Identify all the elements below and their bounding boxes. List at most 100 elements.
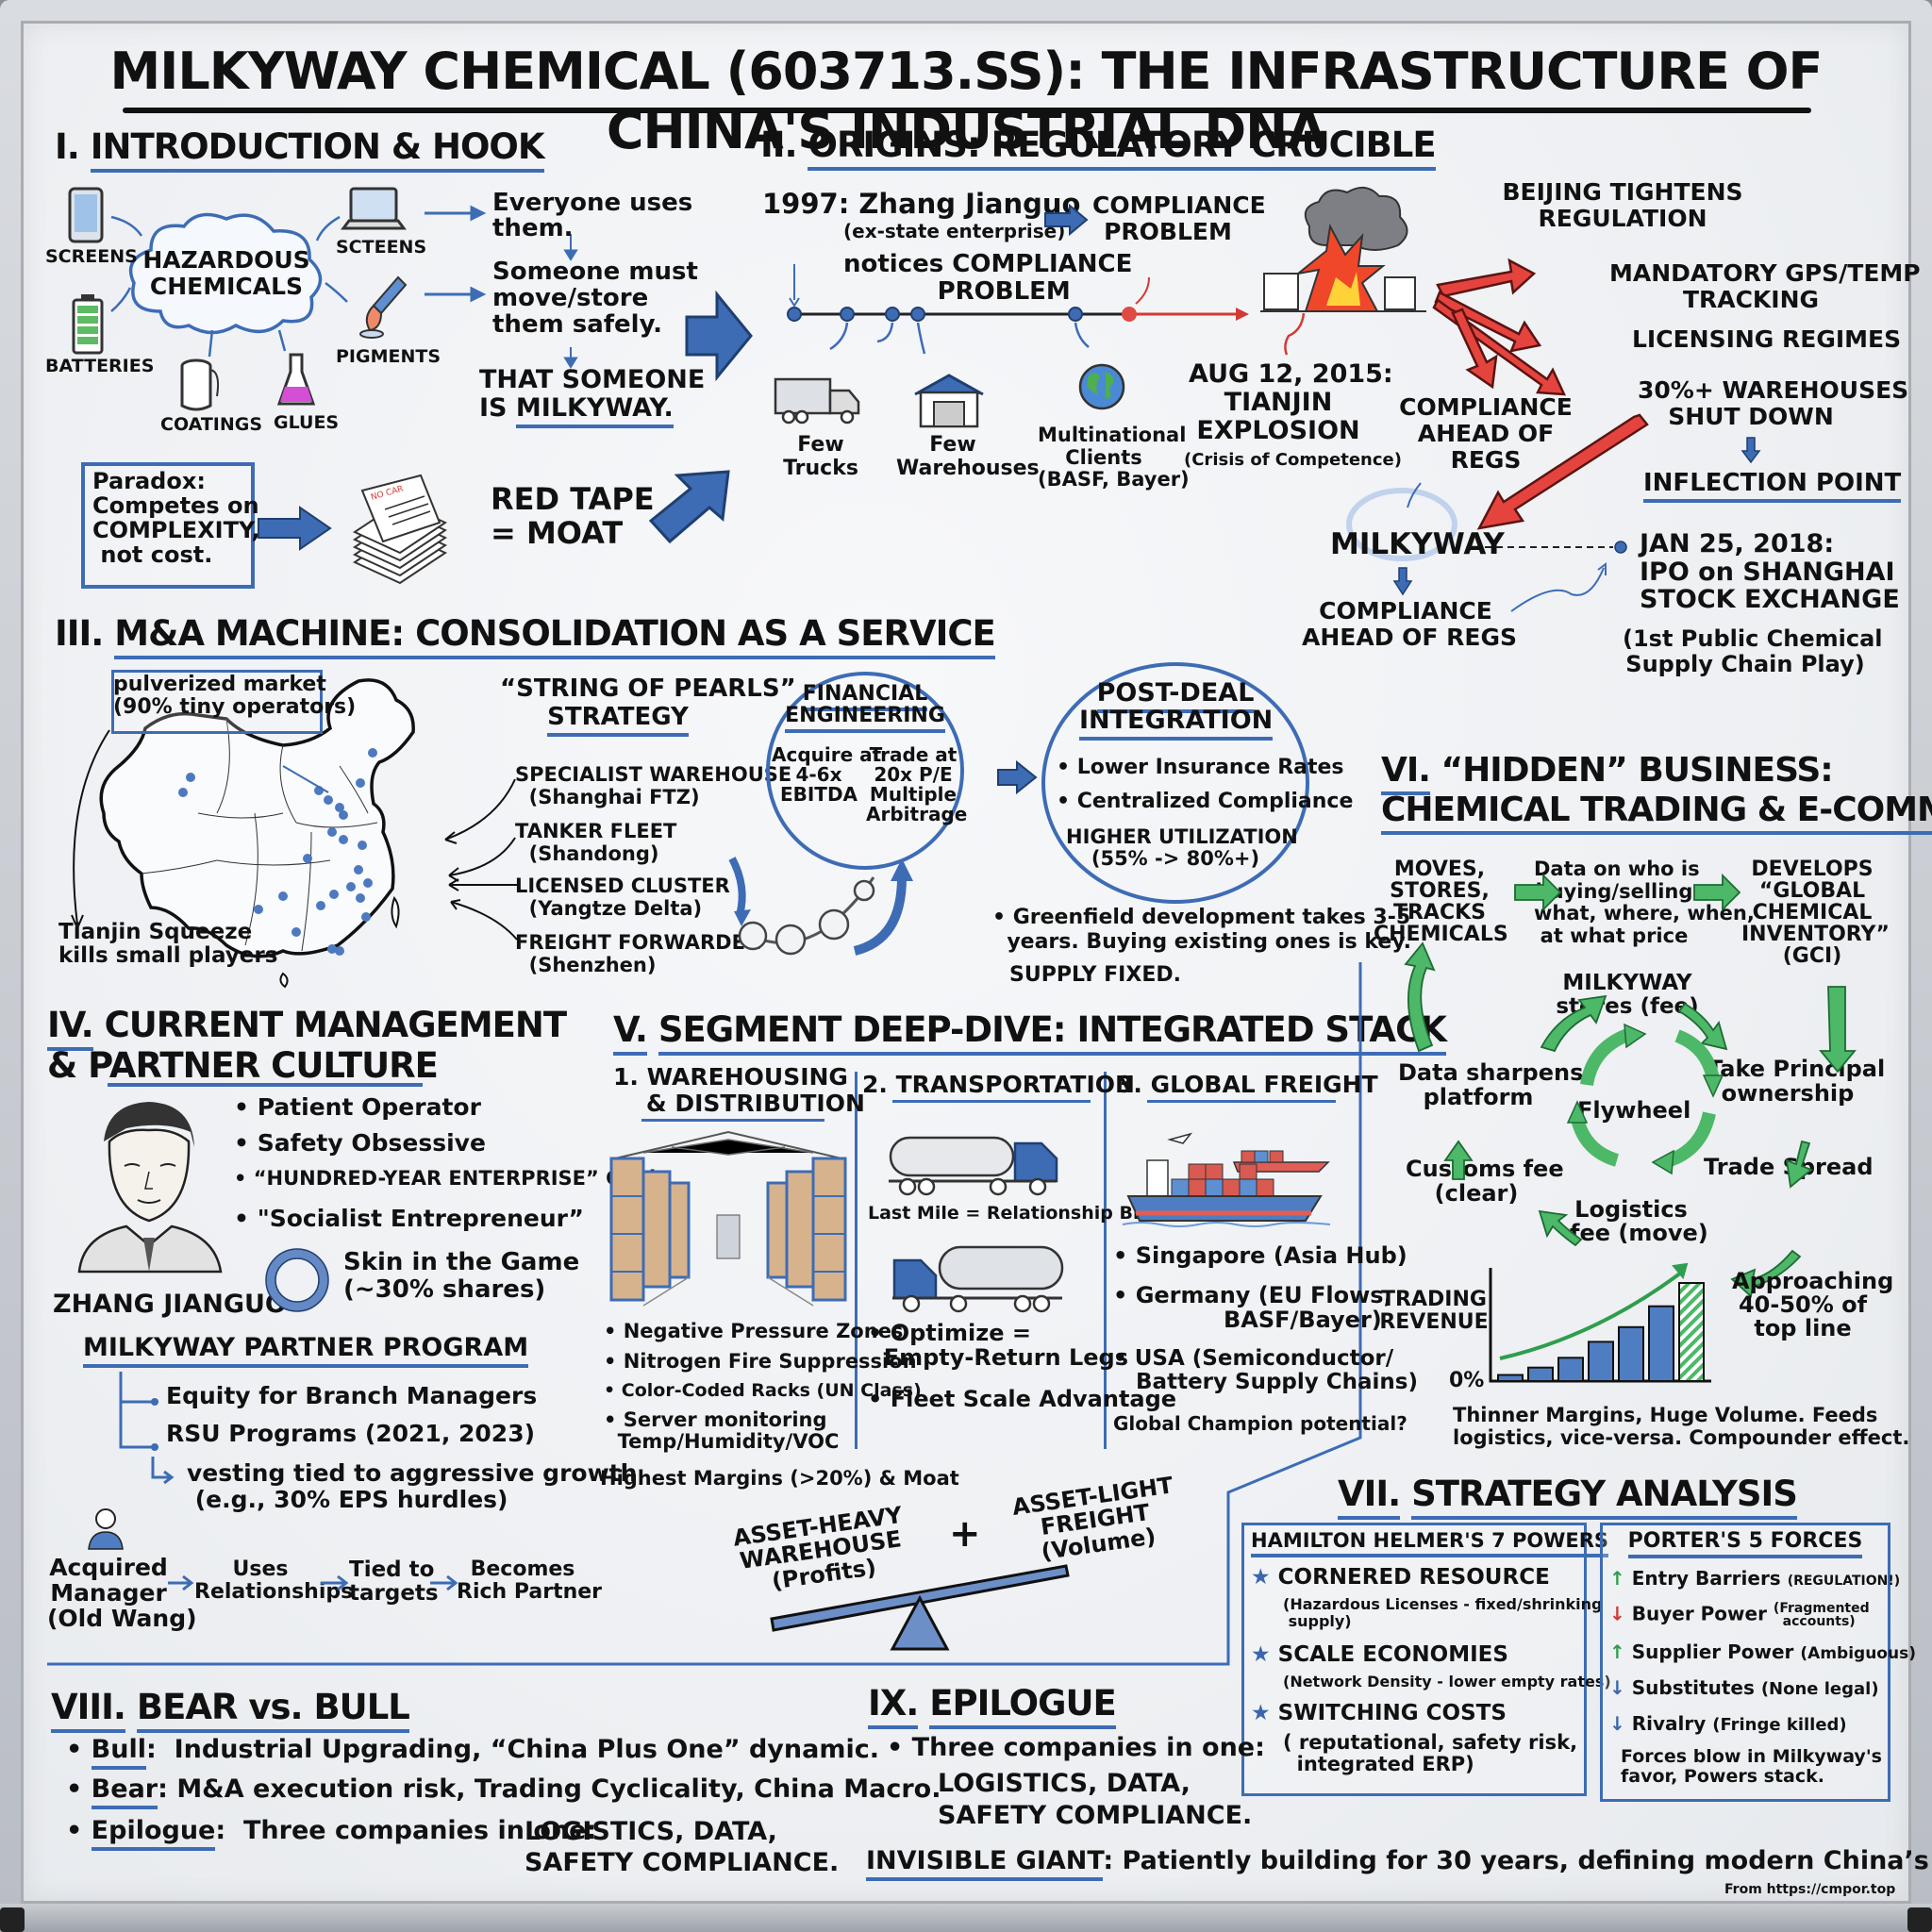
frame-corner <box>0 1907 25 1932</box>
phone-icon <box>68 187 104 243</box>
section-title: EPILOGUE <box>929 1683 1117 1729</box>
that-someone-text: THAT SOMEONE IS MILKYWAY. <box>479 365 705 429</box>
section-title: INTRODUCTION & HOOK <box>90 126 545 173</box>
epilogue-bullet-tail: LOGISTICS, DATA, SAFETY COMPLIANCE. <box>938 1769 1253 1830</box>
partner-program-title: MILKYWAY PARTNER PROGRAM <box>83 1333 529 1368</box>
item-label-screens: SCREENS <box>45 246 138 267</box>
bull-case: • Bull: Industrial Upgrading, “China Plu… <box>66 1735 879 1770</box>
section-6-heading: VI. “HIDDEN” BUSINESS: <box>1381 751 1834 795</box>
cloud-icon <box>128 212 323 335</box>
someone-must-text: Someone must move/store them safely. <box>492 258 698 340</box>
revenue-bar <box>1588 1341 1614 1382</box>
bear-case: • Bear: M&A execution risk, Trading Cycl… <box>66 1774 941 1809</box>
trait-item: “HUNDRED-YEAR ENTERPRISE” Goal <box>234 1167 656 1191</box>
pearl-pointer-arrows <box>444 778 518 941</box>
explosion-icon <box>1260 186 1426 312</box>
frame-corner <box>1907 1907 1932 1932</box>
compliance-ahead-2: COMPLIANCE AHEAD OF REGS <box>1302 597 1518 651</box>
projected-bar <box>1678 1282 1705 1382</box>
path-step: Becomes Rich Partner <box>457 1557 603 1605</box>
item-label-pigments: PIGMENTS <box>336 346 441 367</box>
section-7-heading: VII. STRATEGY ANALYSIS <box>1338 1474 1798 1520</box>
segment-title-freight: 3. GLOBAL FREIGHT <box>1117 1071 1378 1098</box>
flow-node: MOVES, STORES, TRACKS CHEMICALS <box>1374 858 1508 947</box>
section-8-heading: VIII. BEAR vs. BULL <box>51 1687 410 1733</box>
pearl-chain-icon <box>728 857 913 956</box>
force-item: ↑ Entry Barriers (REGULATION!) <box>1609 1567 1901 1590</box>
ownership-donut-icon <box>265 1248 329 1312</box>
path-step: Tied to targets <box>349 1557 439 1607</box>
china-map <box>99 678 415 989</box>
program-item: RSU Programs (2021, 2023) <box>166 1420 536 1447</box>
connector <box>1284 312 1306 356</box>
section-number: I. <box>55 126 80 167</box>
helmer-box <box>1241 1523 1587 1796</box>
heading-underline <box>892 1100 1091 1103</box>
seesaw-icon <box>770 1564 1070 1651</box>
freight-hub: USA (Semiconductor/ Battery Supply Chain… <box>1113 1346 1418 1395</box>
curve-arrow-icon <box>71 729 110 931</box>
fin-right: Trade at 20x P/E Multiple Arbitrage <box>866 743 968 825</box>
section-title: M&A MACHINE: CONSOLIDATION AS A SERVICE <box>114 613 996 659</box>
item-label-scteens: SCTEENS <box>336 237 427 258</box>
section-4-heading: IV. CURRENT MANAGEMENT & PARTNER CULTURE <box>47 1005 567 1086</box>
section-title: BEAR vs. BULL <box>136 1687 410 1733</box>
chart-annotation: Approaching 40-50% of top line <box>1732 1268 1894 1342</box>
trading-revenue-chart <box>1489 1262 1711 1383</box>
section-number: VII. <box>1338 1474 1401 1520</box>
power-item: ★ SWITCHING COSTS <box>1251 1701 1507 1725</box>
big-arrow-up-right-icon <box>648 470 730 544</box>
item-label-glues: GLUES <box>274 412 340 433</box>
tree-connector <box>119 1372 175 1485</box>
power-detail: (Network Density - lower empty rates) <box>1283 1673 1611 1690</box>
notices-text: notices COMPLIANCE PROBLEM <box>843 250 1133 306</box>
portrait-zhang-jianguo <box>77 1102 223 1274</box>
power-item: ★ SCALE ECONOMIES <box>1251 1642 1508 1667</box>
founder-line: 1997: Zhang Jianguo <box>762 188 1081 220</box>
section-number: IX. <box>868 1683 919 1729</box>
vesting-note: vesting tied to aggressive growth (e.g.,… <box>187 1459 638 1513</box>
trait-item: Patient Operator <box>234 1094 481 1121</box>
section-number: IV. <box>47 1005 94 1051</box>
path-step: Acquired Manager (Old Wang) <box>47 1554 197 1632</box>
ipo-date: JAN 25, 2018: IPO on SHANGHAI STOCK EXCH… <box>1640 529 1900 615</box>
section-title: STRATEGY ANALYSIS <box>1411 1474 1798 1520</box>
section-title: CURRENT MANAGEMENT & PARTNER CULTURE <box>47 1005 567 1086</box>
flow-node: DEVELOPS “GLOBAL CHEMICAL INVENTORY” (GC… <box>1741 858 1890 969</box>
epilogue-case: • Epilogue: Three companies in one: <box>66 1816 596 1851</box>
flywheel-node: Take Principal ownership <box>1707 1056 1886 1108</box>
trait-item: Safety Obsessive <box>234 1130 486 1157</box>
transport-feature: Optimize = Empty-Return Legs <box>868 1321 1128 1371</box>
ipo-sub: (1st Public Chemical Supply Chain Play) <box>1623 625 1883 677</box>
trait-item: "Socialist Entrepreneur” <box>234 1206 584 1232</box>
freight-hub: Germany (EU Flows, BASF/Bayer) <box>1113 1283 1392 1333</box>
arrow-down-icon: ↓ <box>1609 1676 1625 1699</box>
pearl-item: LICENSED CLUSTER (Yangtze Delta) <box>515 874 730 920</box>
milkyway-highlight: MILKYWAY. <box>515 393 674 429</box>
arrow-down-icon <box>1392 567 1413 596</box>
section-number: III. <box>55 613 104 654</box>
few-trucks: Few Trucks <box>783 433 858 480</box>
warehouse-feature: Negative Pressure Zones <box>604 1320 904 1343</box>
arrow-down-icon: ↓ <box>1609 1602 1625 1625</box>
arrow-up-icon: ↑ <box>1609 1567 1625 1590</box>
paradox-box <box>81 462 255 589</box>
red-tape-moat: RED TAPE = MOAT <box>491 481 655 551</box>
section-number: VIII. <box>51 1687 126 1733</box>
truck-icon <box>774 377 860 425</box>
glow-halo <box>1346 482 1457 561</box>
supply-fixed: SUPPLY FIXED. <box>1009 963 1181 987</box>
porter-footer: Forces blow in Milkyway's favor, Powers … <box>1621 1746 1882 1787</box>
post-deal-title: POST-DEAL INTEGRATION <box>1079 678 1274 741</box>
everyone-uses-text: Everyone uses them. <box>492 189 693 243</box>
heading-underline <box>1147 1100 1336 1103</box>
paradox-text: Paradox: Competes on COMPLEXITY, not cos… <box>92 468 260 568</box>
heading-underline <box>108 1083 423 1087</box>
section-6-heading-line2: CHEMICAL TRADING & E-COMMERCE <box>1381 791 1932 835</box>
force-item: ↑ Supplier Power (Ambiguous) <box>1609 1641 1916 1663</box>
reg-licensing: LICENSING REGIMES <box>1632 325 1902 353</box>
person-icon <box>88 1508 124 1550</box>
segment-title-warehousing: 1. WAREHOUSING & DISTRIBUTION <box>613 1063 865 1117</box>
column-divider <box>1104 1072 1107 1449</box>
skin-in-game: Skin in the Game (~30% shares) <box>343 1248 580 1304</box>
